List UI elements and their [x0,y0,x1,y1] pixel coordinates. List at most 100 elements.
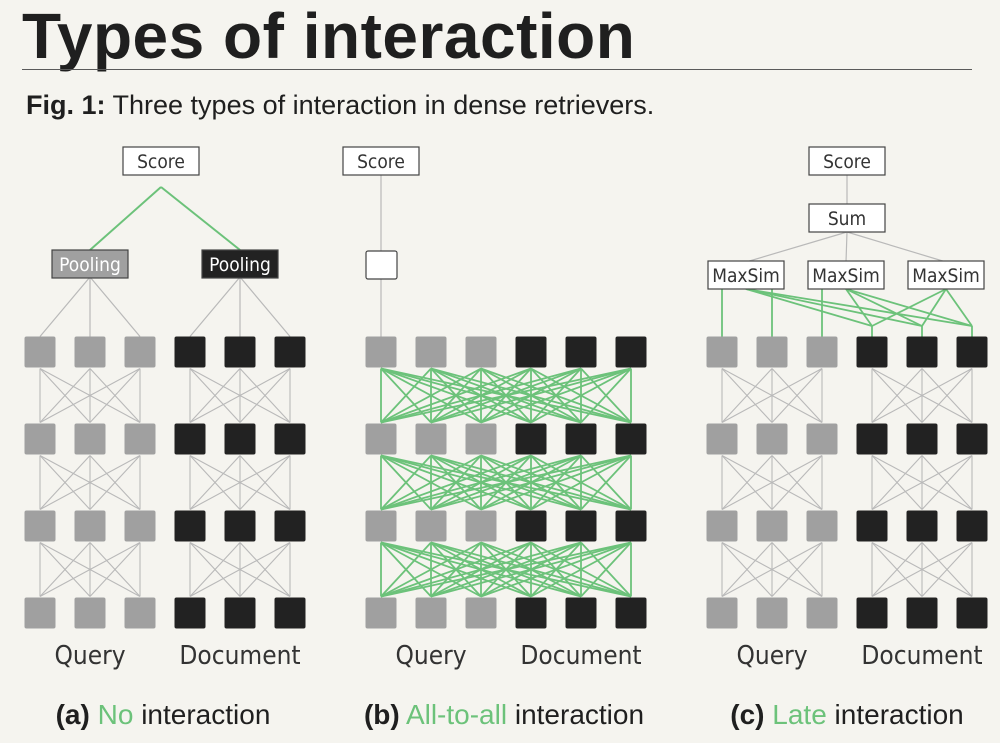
maxsim-box-text: MaxSim [712,265,780,287]
encoder-edge [721,542,823,597]
query-token [706,510,738,542]
maxsim-box-text: MaxSim [812,265,880,287]
panel-caption: (b) All-to-all interaction [364,699,644,730]
maxsim-box: MaxSim [807,260,885,290]
all-to-all-edge [380,367,632,424]
query-token [756,597,788,629]
panel-caption: (a) No interaction [56,699,271,730]
score-box-text: Score [137,151,185,173]
document-token [615,423,647,455]
all-to-all-edge [380,454,532,511]
query-token [465,423,497,455]
encoder-edge [39,542,141,597]
encoder-edge [89,455,141,510]
encoder-edge [189,368,291,423]
encoder-edge [39,368,141,423]
document-token [565,336,597,368]
query-token [806,336,838,368]
document-token [956,510,988,542]
panel-caption-suffix: interaction [827,699,964,730]
document-token [224,336,256,368]
score-box-text: Score [823,151,871,173]
all-to-all-edge [580,367,632,424]
query-token [465,510,497,542]
encoder-edge [721,368,823,423]
sum-box-box [808,203,886,233]
all-to-all-edge [380,367,432,424]
page-title: Types of interaction [22,0,636,72]
encoder-edge [921,368,973,423]
document-pooling-box-text: Pooling [209,254,271,276]
query-token [706,423,738,455]
encoder-edge [39,455,91,510]
document-token [856,510,888,542]
document-token [515,423,547,455]
late-interaction-edge [745,288,873,327]
all-to-all-edge [530,454,632,511]
document-token [906,510,938,542]
document-pooling-box-box [201,249,279,279]
document-token [565,423,597,455]
document-label: Document [861,641,982,671]
panel-caption-suffix: interaction [133,699,270,730]
all-to-all-edge [380,367,582,424]
document-token [224,423,256,455]
late-interaction-edge [845,288,873,327]
encoder-edge [871,368,973,423]
encoder-edge [721,368,773,423]
query-pooling-box: Pooling [51,249,129,279]
document-label: Document [179,641,300,671]
query-token [24,597,56,629]
query-token [124,510,156,542]
document-token [515,336,547,368]
all-to-all-edge [480,367,632,424]
encoder-edge [189,368,241,423]
encoder-edge [771,368,823,423]
maxsim-box-box [907,260,985,290]
document-token [956,597,988,629]
late-interaction-edge [921,288,947,327]
document-token [274,423,306,455]
document-token [174,510,206,542]
query-token [365,423,397,455]
query-token [465,597,497,629]
document-token [515,510,547,542]
encoder-edge [721,455,773,510]
encoder-edge [921,455,973,510]
document-token [906,597,938,629]
maxsim-box: MaxSim [907,260,985,290]
score-box-box [808,146,886,176]
figure-caption-text: Three types of interaction in dense retr… [112,90,655,120]
document-token [274,336,306,368]
maxsim-edge [845,231,848,263]
document-token [174,597,206,629]
query-token [124,597,156,629]
encoder-edge [771,455,823,510]
late-interaction-edge [745,288,923,327]
all-to-all-edge [580,541,632,598]
query-token [806,510,838,542]
document-token [174,336,206,368]
all-to-all-edge [380,454,432,511]
figure-label: Fig. 1: [26,90,106,120]
late-interaction-edge [845,288,923,327]
sum-box: Sum [808,203,886,233]
encoder-edge [39,455,141,510]
all-to-all-edge [430,454,632,511]
score-box-text: Score [357,151,405,173]
all-to-all-edge [380,454,632,511]
encoder-edge [871,542,923,597]
document-token [856,336,888,368]
query-token [365,510,397,542]
document-token [956,423,988,455]
query-label: Query [54,641,125,671]
document-token [856,423,888,455]
all-to-all-edge [380,541,482,598]
encoder-edge [721,455,823,510]
score-edge [160,186,241,251]
query-token [74,336,106,368]
query-token [24,423,56,455]
score-box-box [342,146,420,176]
